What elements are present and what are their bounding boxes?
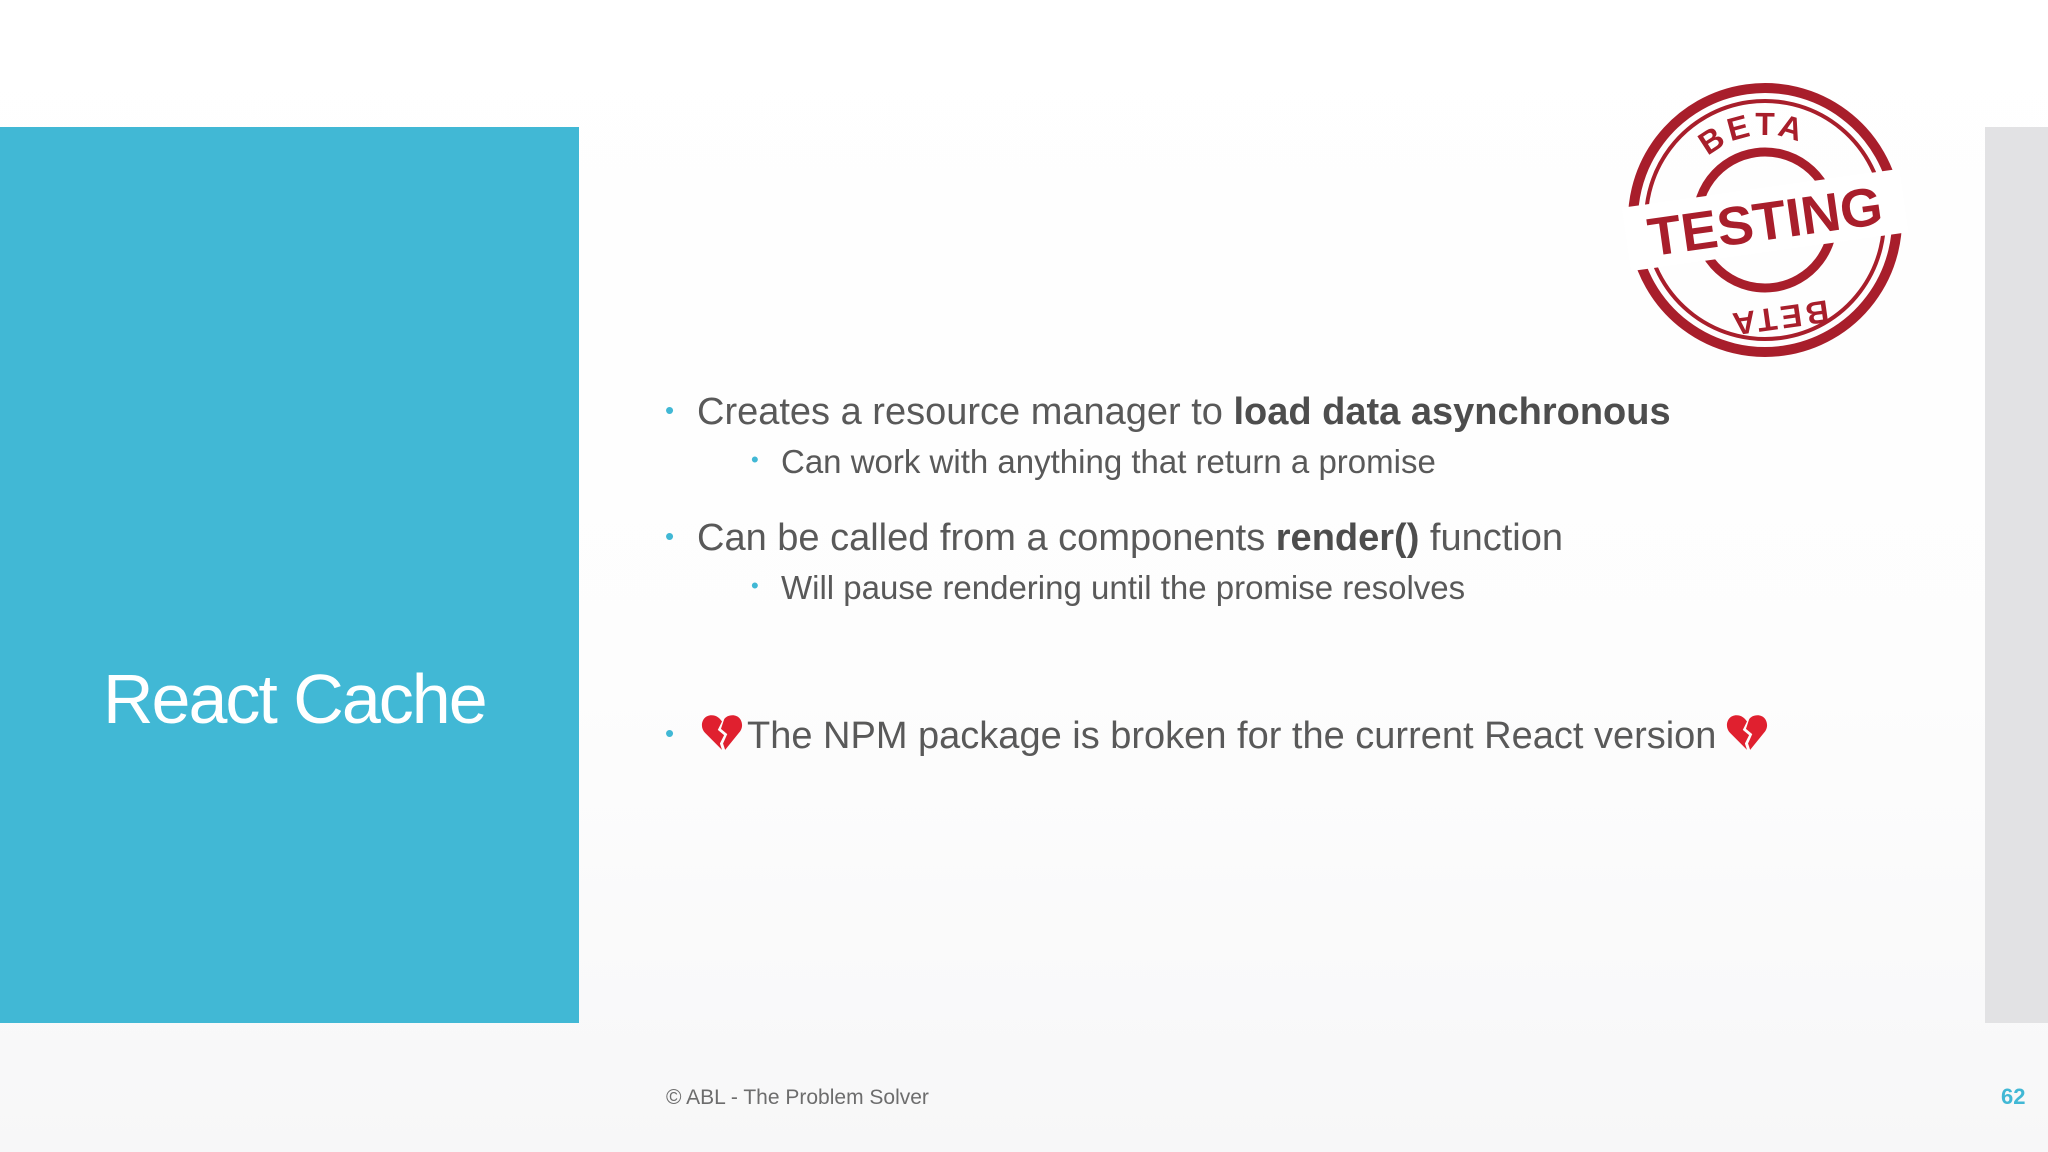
bullet-1-prefix: Creates a resource manager to bbox=[697, 391, 1234, 433]
bullet-2: • Can be called from a components render… bbox=[665, 515, 1563, 561]
sub-bullet-2: • Will pause rendering until the promise… bbox=[751, 568, 1466, 608]
bullet-dot: • bbox=[751, 447, 759, 472]
bullet-2-prefix: Can be called from a components bbox=[697, 517, 1276, 559]
bullet-2-suffix: function bbox=[1419, 517, 1563, 559]
bullet-2-bold: render() bbox=[1275, 517, 1420, 559]
right-decor-strip bbox=[1985, 127, 2048, 1023]
bullet-3-text: The NPM package is broken for the curren… bbox=[747, 715, 1717, 757]
slide-title: React Cache bbox=[103, 660, 488, 738]
bullet-dot: • bbox=[751, 573, 759, 598]
page-number: 62 bbox=[2001, 1084, 2026, 1109]
bullet-dot: • bbox=[665, 395, 675, 425]
bullet-dot: • bbox=[665, 521, 675, 551]
footer-copyright: © ABL - The Problem Solver bbox=[666, 1086, 929, 1109]
broken-heart-icon bbox=[701, 715, 743, 750]
title-panel: React Cache bbox=[0, 127, 579, 1023]
bullet-1: • Creates a resource manager to load dat… bbox=[665, 389, 1671, 435]
stamp-bottom-text: BETA bbox=[1726, 293, 1831, 343]
beta-testing-stamp: BETA TESTING BETA bbox=[1621, 83, 1909, 357]
sub-bullet-1: • Can work with anything that return a p… bbox=[751, 442, 1436, 482]
sub-bullet-1-text: Can work with anything that return a pro… bbox=[781, 443, 1436, 480]
bullet-3: • The NPM package is broken for the curr… bbox=[665, 712, 1772, 759]
sub-bullet-2-text: Will pause rendering until the promise r… bbox=[781, 569, 1466, 606]
bullet-dot: • bbox=[665, 718, 675, 748]
broken-heart-icon bbox=[1727, 715, 1768, 750]
bullet-1-bold: load data asynchronous bbox=[1233, 391, 1671, 433]
